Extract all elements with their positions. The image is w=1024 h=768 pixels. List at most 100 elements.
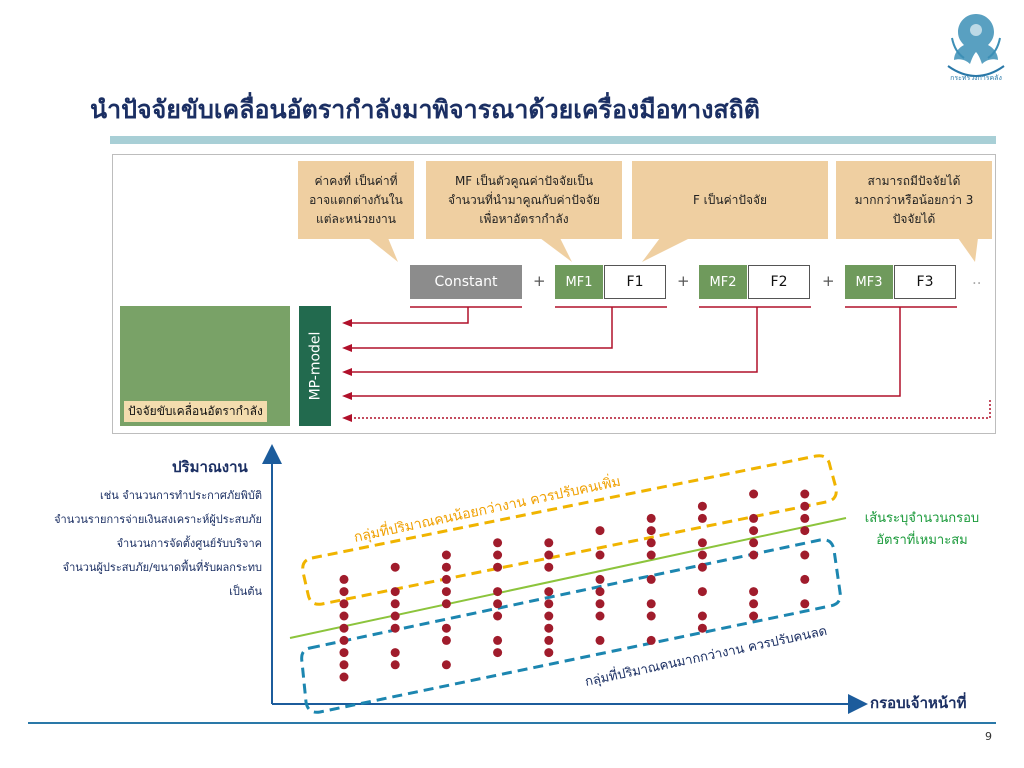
scatter-point (697, 611, 707, 621)
scatter-point (493, 599, 503, 609)
f1-box: F1 (604, 265, 666, 299)
mf1-box: MF1 (555, 265, 603, 299)
scatter-point (749, 550, 759, 560)
scatter-point (800, 550, 810, 560)
ministry-seal-icon: กระทรวงการคลัง (947, 14, 1005, 82)
plus-sign: + (533, 272, 546, 290)
scatter-point (339, 574, 349, 584)
callout-text: แต่ละหน่วยงาน (315, 211, 396, 226)
upper-group-outline (301, 454, 838, 606)
scatter-point (390, 648, 400, 658)
scatter-chart: กลุ่มที่ปริมาณคนน้อยกว่างาน ควรปรับคนเพิ… (262, 444, 868, 714)
mf2-box: MF2 (699, 265, 747, 299)
scatter-point (339, 611, 349, 621)
scatter-point (493, 550, 503, 560)
scatter-point (493, 562, 503, 572)
example-text: จำนวนการจัดตั้งศูนย์รับบริจาค (116, 537, 262, 550)
scatter-point (697, 562, 707, 572)
scatter-point (697, 550, 707, 560)
scatter-point (441, 562, 451, 572)
scatter-point (339, 672, 349, 682)
scatter-point (697, 501, 707, 511)
callout-pointer (958, 238, 978, 262)
mf3-box: MF3 (845, 265, 893, 299)
scatter-point (800, 599, 810, 609)
slide-title: นำปัจจัยขับเคลื่อนอัตรากำลังมาพิจารณาด้ว… (90, 95, 761, 124)
example-text: จำนวนรายการจ่ายเงินสงเคราะห์ผู้ประสบภัย (54, 513, 262, 526)
scatter-point (544, 623, 554, 633)
callout-pointer (642, 238, 690, 262)
title-underline (110, 136, 996, 144)
scatter-point (595, 574, 605, 584)
page-number: 9 (985, 730, 992, 743)
scatter-point (595, 635, 605, 645)
example-text: เช่น จำนวนการทำประกาศภัยพิบัติ (100, 489, 262, 502)
logo-text: กระทรวงการคลัง (950, 74, 1002, 82)
scatter-point (544, 635, 554, 645)
mp-model-box: MP-model (299, 306, 331, 426)
scatter-point (646, 538, 656, 548)
scatter-point (800, 574, 810, 584)
scatter-point (441, 660, 451, 670)
scatter-point (390, 599, 400, 609)
scatter-point (646, 526, 656, 536)
y-axis-label: ปริมาณงาน (172, 458, 248, 476)
footer-line (28, 722, 996, 724)
scatter-point (441, 574, 451, 584)
scatter-point (646, 550, 656, 560)
scatter-point (339, 648, 349, 658)
scatter-point (441, 587, 451, 597)
scatter-point (493, 635, 503, 645)
callout-text: สามารถมีปัจจัยได้ (867, 173, 961, 188)
fit-line (289, 517, 847, 639)
callout-text: ปัจจัยได้ (892, 211, 936, 226)
scatter-point (544, 611, 554, 621)
model-connectors (342, 238, 991, 422)
ellipsis: .. (972, 270, 982, 288)
scatter-point (697, 538, 707, 548)
upper-group-label: กลุ่มที่ปริมาณคนน้อยกว่างาน ควรปรับคนเพิ… (352, 472, 622, 546)
example-text: จำนวนผู้ประสบภัย/ขนาดพื้นที่รับผลกระทบ (62, 561, 262, 574)
scatter-point (697, 513, 707, 523)
scatter-point (544, 587, 554, 597)
example-text: เป็นต้น (229, 585, 262, 598)
scatter-point (544, 538, 554, 548)
scatter-point (441, 599, 451, 609)
scatter-point (390, 660, 400, 670)
scatter-point (493, 587, 503, 597)
callout-mf: MF เป็นตัวคูณค่าปัจจัยเป็น จำนวนที่นำมาค… (426, 161, 622, 239)
f2-box: F2 (748, 265, 810, 299)
scatter-point (339, 660, 349, 670)
scatter-point (749, 611, 759, 621)
scatter-point (749, 587, 759, 597)
scatter-point (544, 562, 554, 572)
scatter-point (646, 635, 656, 645)
x-axis-label: กรอบเจ้าหน้าที่ (870, 694, 967, 712)
scatter-point (595, 587, 605, 597)
callout-text: เพื่อหาอัตรากำลัง (479, 211, 569, 226)
scatter-point (544, 648, 554, 658)
scatter-point (595, 550, 605, 560)
scatter-point (390, 587, 400, 597)
scatter-point (646, 574, 656, 584)
scatter-point (493, 538, 503, 548)
mp-model-label: MP-model (307, 331, 324, 401)
scatter-point (544, 550, 554, 560)
fit-line-label: เส้นระบุจำนวนกรอบ อัตราที่เหมาะสม (842, 508, 1002, 552)
driver-label: ปัจจัยขับเคลื่อนอัตรากำลัง (124, 401, 267, 422)
callout-pointer (540, 238, 572, 262)
scatter-point (800, 513, 810, 523)
scatter-point (390, 611, 400, 621)
scatter-point (800, 489, 810, 499)
scatter-point (339, 623, 349, 633)
scatter-point (646, 513, 656, 523)
scatter-point (390, 562, 400, 572)
scatter-point (749, 489, 759, 499)
callout-text: จำนวนที่นำมาคูณกับค่าปัจจัย (448, 192, 600, 207)
scatter-point (749, 538, 759, 548)
scatter-point (646, 611, 656, 621)
scatter-point (441, 635, 451, 645)
callout-pointer (368, 238, 398, 262)
scatter-point (544, 599, 554, 609)
lower-group-outline (300, 538, 842, 714)
